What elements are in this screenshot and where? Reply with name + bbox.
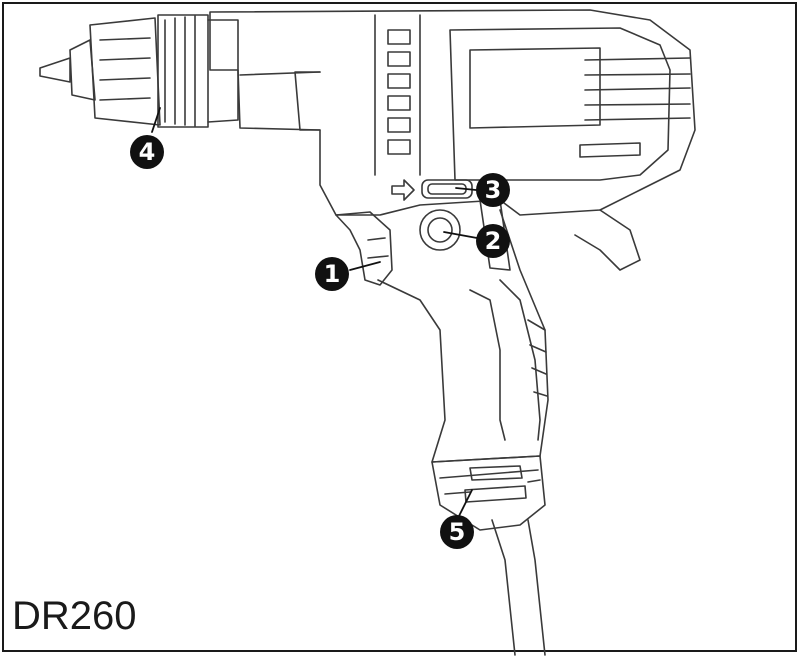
callout-1: 1 bbox=[315, 257, 349, 291]
vent-slots bbox=[387, 29, 411, 155]
callout-4: 4 bbox=[130, 135, 164, 169]
callout-3: 3 bbox=[476, 173, 510, 207]
trigger bbox=[335, 211, 393, 286]
model-label: DR260 bbox=[12, 594, 137, 638]
cord-guard bbox=[431, 455, 546, 531]
leader-lines bbox=[151, 107, 478, 521]
chuck bbox=[39, 14, 239, 128]
callout-2: 2 bbox=[476, 224, 510, 258]
lock-on-button bbox=[419, 209, 461, 251]
motor-housing bbox=[209, 9, 696, 271]
direction-switch bbox=[391, 179, 473, 201]
handle bbox=[377, 199, 549, 463]
callout-5: 5 bbox=[440, 515, 474, 549]
power-cord bbox=[491, 519, 546, 656]
